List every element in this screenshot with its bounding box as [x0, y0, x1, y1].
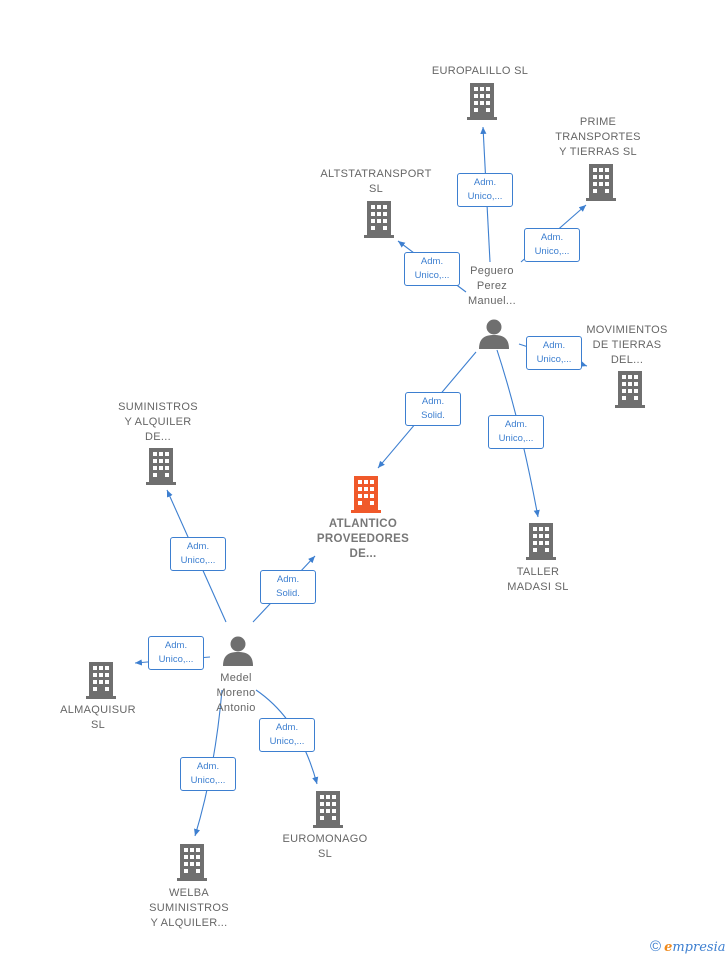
main-company-label-line: ATLANTICO: [328, 518, 398, 530]
edge-label-text: Adm.: [540, 232, 564, 243]
company-altstatransport-label-line: SL: [368, 183, 384, 195]
company-taller-label-line: MADASI SL: [507, 581, 569, 593]
company-suministros-building-icon[interactable]: [146, 448, 176, 485]
edge-label-text: Adm.: [186, 541, 210, 552]
edge-label-text: Unico,...: [536, 354, 572, 365]
company-welba-label-line: SUMINISTROS: [149, 902, 229, 914]
edge-label-text: Unico,...: [190, 775, 226, 786]
company-welba-label-line: Y ALQUILER...: [150, 917, 228, 929]
edge-label-peguero-prime[interactable]: Adm. Unico,...: [524, 228, 580, 262]
company-movimientos-label-line: MOVIMIENTOS: [586, 324, 668, 336]
person-peguero-label-line: Peguero: [470, 265, 514, 277]
person-medel-icon[interactable]: [223, 636, 253, 667]
company-europalillo-label-line: EUROPALILLO SL: [431, 65, 529, 77]
edge-label-text: Adm.: [164, 640, 188, 651]
edge-label-text: Unico,...: [269, 736, 305, 747]
company-altstatransport-label[interactable]: ALTSTATRANSPORT SL: [311, 167, 441, 197]
company-welba-label-line: WELBA: [168, 887, 209, 899]
company-euromonago-building-icon[interactable]: [313, 791, 343, 828]
main-company-building-icon[interactable]: [351, 476, 381, 513]
edge-label-medel-main[interactable]: Adm. Solid.: [260, 570, 316, 604]
company-almaquisur-building-icon[interactable]: [86, 662, 116, 699]
edge-label-text: Adm.: [276, 574, 300, 585]
company-taller-label-line: TALLER: [516, 566, 560, 578]
main-company-label[interactable]: ATLANTICO PROVEEDORES DE...: [298, 517, 428, 562]
person-peguero-label-line: Perez: [476, 280, 508, 292]
company-suministros-label-line: DE...: [145, 431, 171, 443]
edge-label-text: Unico,...: [414, 270, 450, 281]
edge-label-text: Unico,...: [498, 433, 534, 444]
person-medel-label-line: Medel: [220, 672, 252, 684]
company-europalillo-label[interactable]: EUROPALILLO SL: [415, 64, 545, 79]
edge-label-text: Unico,...: [467, 191, 503, 202]
edge-label-text: Adm.: [504, 419, 528, 430]
company-almaquisur-label-line: ALMAQUISUR: [60, 704, 136, 716]
person-peguero-label-line: Manuel...: [468, 295, 516, 307]
edge-label-text: Adm.: [421, 396, 445, 407]
main-company-label-line: PROVEEDORES: [316, 533, 410, 545]
company-movimientos-label-line: DEL...: [610, 354, 644, 366]
edge-label-text: Unico,...: [534, 246, 570, 257]
company-prime-building-icon[interactable]: [586, 164, 616, 201]
edge-label-text: Adm.: [275, 722, 299, 733]
edge-label-text: Unico,...: [158, 654, 194, 665]
edge-label-text: Adm.: [196, 761, 220, 772]
company-movimientos-label[interactable]: MOVIMIENTOS DE TIERRAS DEL...: [562, 323, 692, 368]
company-suministros-label-line: SUMINISTROS: [118, 401, 198, 413]
empresia-logo[interactable]: ©empresia: [650, 938, 725, 955]
company-movimientos-label-line: DE TIERRAS: [592, 339, 662, 351]
company-almaquisur-label[interactable]: ALMAQUISUR SL: [33, 703, 163, 733]
edge-label-text: Solid.: [276, 588, 300, 599]
edge-label-peguero-taller[interactable]: Adm. Unico,...: [488, 415, 544, 449]
company-welba-label[interactable]: WELBA SUMINISTROS Y ALQUILER...: [124, 886, 254, 931]
edge-label-peguero-altstatransport[interactable]: Adm. Unico,...: [404, 252, 460, 286]
company-euromonago-label-line: EUROMONAGO: [282, 833, 368, 845]
main-company-label-line: DE...: [349, 548, 377, 560]
person-peguero-icon[interactable]: [479, 319, 509, 350]
company-taller-label[interactable]: TALLER MADASI SL: [473, 565, 603, 595]
edge-label-medel-euromonago[interactable]: Adm. Unico,...: [259, 718, 315, 752]
company-welba-building-icon[interactable]: [177, 844, 207, 881]
edge-label-medel-suministros[interactable]: Adm. Unico,...: [170, 537, 226, 571]
company-euromonago-label-line: SL: [317, 848, 333, 860]
edge-label-peguero-europalillo[interactable]: Adm. Unico,...: [457, 173, 513, 207]
edge-label-peguero-main[interactable]: Adm. Solid.: [405, 392, 461, 426]
company-altstatransport-label-line: ALTSTATRANSPORT: [320, 168, 432, 180]
edge-label-peguero-movimientos[interactable]: Adm. Unico,...: [526, 336, 582, 370]
company-prime-label-line: TRANSPORTES: [555, 131, 641, 143]
edge-label-text: Solid.: [421, 410, 445, 421]
company-almaquisur-label-line: SL: [90, 719, 106, 731]
copyright-icon: ©: [650, 938, 662, 955]
edge-label-text: Adm.: [473, 177, 497, 188]
brand-initial: e: [664, 940, 673, 955]
company-suministros-label[interactable]: SUMINISTROS Y ALQUILER DE...: [93, 400, 223, 445]
company-europalillo-building-icon[interactable]: [467, 83, 497, 120]
company-taller-building-icon[interactable]: [526, 523, 556, 560]
company-euromonago-label[interactable]: EUROMONAGO SL: [260, 832, 390, 862]
person-medel-label-line: Antonio: [216, 702, 256, 714]
edge-label-text: Unico,...: [180, 555, 216, 566]
brand-name: mpresia: [672, 940, 726, 955]
company-prime-label-line: Y TIERRAS SL: [559, 146, 637, 158]
company-movimientos-building-icon[interactable]: [615, 371, 645, 408]
company-prime-label-line: PRIME: [579, 116, 617, 128]
edge-label-text: Adm.: [420, 256, 444, 267]
company-altstatransport-building-icon[interactable]: [364, 201, 394, 238]
person-medel-label-line: Moreno: [216, 687, 256, 699]
company-prime-label[interactable]: PRIME TRANSPORTES Y TIERRAS SL: [533, 115, 663, 160]
company-suministros-label-line: Y ALQUILER: [124, 416, 192, 428]
edge-label-medel-welba[interactable]: Adm. Unico,...: [180, 757, 236, 791]
edge-label-text: Adm.: [542, 340, 566, 351]
edge-label-medel-almaquisur[interactable]: Adm. Unico,...: [148, 636, 204, 670]
